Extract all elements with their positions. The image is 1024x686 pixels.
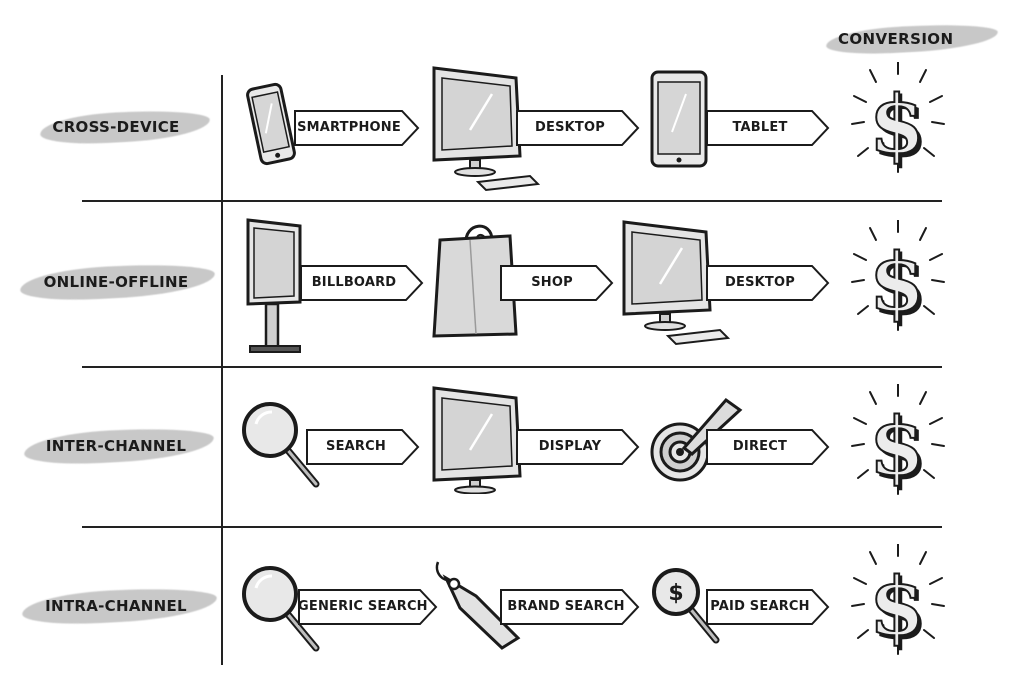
desktop-monitor-icon (432, 386, 522, 494)
dollar-sign-icon: $ $ (851, 544, 945, 656)
step-label-brand-search: BRAND SEARCH (507, 599, 625, 614)
magnifier-icon (242, 566, 320, 652)
target-arrow-icon (650, 397, 743, 482)
smartphone-icon (246, 82, 296, 166)
row-label-inter-channel: INTER-CHANNEL (45, 437, 187, 455)
step-label-desktop: DESKTOP (535, 120, 605, 135)
svg-text:$: $ (869, 77, 925, 171)
row-label-cross-device: CROSS-DEVICE (52, 118, 180, 136)
row-divider-1 (82, 200, 942, 202)
step-label-display: DISPLAY (538, 439, 602, 454)
svg-text:$: $ (869, 559, 925, 653)
row-divider-2 (82, 366, 942, 368)
price-tag-icon (435, 561, 521, 650)
svg-text:$: $ (871, 402, 928, 496)
step-arrow-tablet: TABLET (706, 110, 830, 146)
step-arrow-paid-search: PAID SEARCH (706, 589, 830, 625)
shopping-bag-icon (432, 224, 518, 338)
step-label-smartphone: SMARTPHONE (297, 120, 401, 135)
svg-text:$: $ (871, 238, 928, 332)
step-arrow-direct: DIRECT (706, 429, 830, 465)
step-arrow-shop: SHOP (500, 265, 614, 301)
step-label-tablet: TABLET (732, 120, 788, 135)
step-label-generic-search: GENERIC SEARCH (298, 599, 428, 614)
svg-text:$: $ (869, 235, 925, 329)
step-arrow-billboard: BILLBOARD (300, 265, 424, 301)
row-label-online-offline: ONLINE-OFFLINE (43, 273, 189, 291)
conversion-label: CONVERSION (838, 30, 954, 48)
row-label-intra-channel: INTRA-CHANNEL (45, 597, 187, 615)
dollar-magnifier-icon: $ (652, 568, 720, 644)
step-arrow-brand-search: BRAND SEARCH (500, 589, 640, 625)
step-arrow-desktop-2: DESKTOP (706, 265, 830, 301)
row-divider-3 (82, 526, 942, 528)
step-arrow-generic-search: GENERIC SEARCH (298, 589, 438, 625)
step-label-direct: DIRECT (732, 439, 788, 454)
billboard-icon (246, 218, 302, 353)
step-label-search: SEARCH (326, 439, 386, 454)
dollar-sign-icon: $ $ (851, 384, 945, 496)
step-arrow-desktop: DESKTOP (516, 110, 640, 146)
step-arrow-search: SEARCH (306, 429, 420, 465)
svg-text:$: $ (869, 399, 925, 493)
step-label-billboard: BILLBOARD (311, 275, 397, 290)
svg-text:$: $ (871, 562, 928, 656)
step-label-desktop-2: DESKTOP (725, 275, 795, 290)
vertical-divider (221, 75, 223, 665)
desktop-monitor-icon (622, 220, 730, 346)
step-label-paid-search: PAID SEARCH (710, 599, 810, 614)
magnifier-icon (242, 402, 320, 488)
step-arrow-display: DISPLAY (516, 429, 640, 465)
step-arrow-smartphone: SMARTPHONE (294, 110, 420, 146)
svg-text:$: $ (871, 80, 928, 174)
desktop-monitor-icon (432, 66, 540, 192)
dollar-sign-icon: $ $ (851, 62, 945, 174)
dollar-sign-icon: $ $ (851, 220, 945, 332)
tablet-icon (650, 70, 708, 168)
step-label-shop: SHOP (531, 275, 573, 290)
svg-text:$: $ (668, 581, 683, 606)
